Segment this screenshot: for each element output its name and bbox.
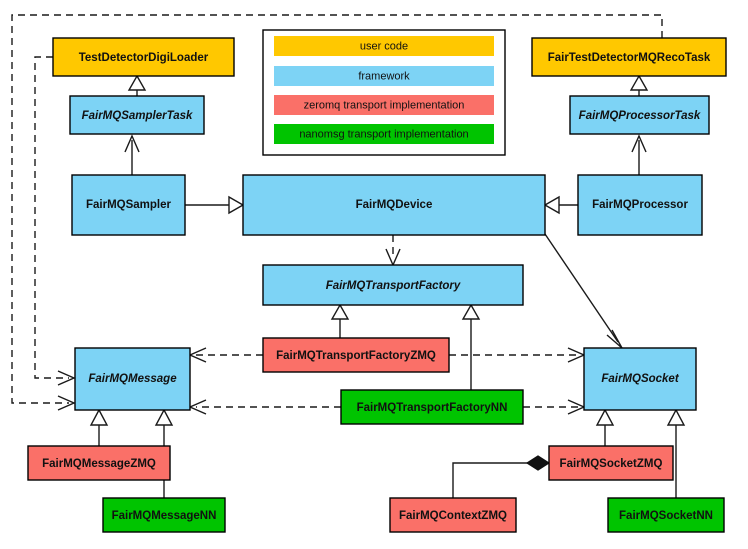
edge-recotask-to-message [11, 14, 663, 411]
edge-processor-to-processortask [631, 134, 647, 175]
legend-item-nanomsg: nanomsg transport implementation [274, 124, 494, 144]
node-label-fair-mq-message: FairMQMessage [88, 373, 177, 385]
node-label-fair-test-detector-mq-reco-task: FairTestDetectorMQRecoTask [548, 52, 711, 64]
node-fair-mq-context-zmq[interactable]: FairMQContextZMQ [389, 497, 517, 533]
edge-device-to-transportfactory [385, 235, 401, 267]
edge-layer [11, 14, 686, 498]
node-rect-fair-mq-transport-factory-zmq[interactable] [262, 337, 450, 373]
node-rect-fair-mq-socket-nn[interactable] [607, 497, 725, 533]
node-label-fair-mq-socket-nn: FairMQSocketNN [619, 510, 713, 522]
node-fair-mq-transport-factory-zmq[interactable]: FairMQTransportFactoryZMQ [262, 337, 450, 373]
node-rect-fair-test-detector-mq-reco-task[interactable] [531, 37, 727, 77]
legend-label-user-code: user code [360, 40, 408, 52]
node-fair-mq-sampler-task[interactable]: FairMQSamplerTask [69, 95, 205, 135]
node-fair-mq-processor[interactable]: FairMQProcessor [577, 174, 703, 236]
node-test-detector-digi-loader[interactable]: TestDetectorDigiLoader [52, 37, 235, 77]
node-label-fair-mq-processor-task: FairMQProcessorTask [579, 110, 701, 122]
node-label-fair-mq-context-zmq: FairMQContextZMQ [399, 510, 507, 522]
legend-label-nanomsg: nanomsg transport implementation [299, 128, 468, 140]
node-fair-mq-message-nn[interactable]: FairMQMessageNN [102, 497, 226, 533]
edge-factoryzmq-to-message [188, 347, 263, 363]
node-label-test-detector-digi-loader: TestDetectorDigiLoader [79, 52, 209, 64]
edge-factorynn-to-socket [523, 399, 586, 415]
legend-swatch-nanomsg [274, 124, 494, 144]
node-label-fair-mq-device: FairMQDevice [356, 199, 433, 211]
legend-item-framework: framework [274, 66, 494, 86]
edge-socketnn-to-socket [666, 408, 686, 498]
edge-factoryzmq-to-factory [330, 303, 350, 338]
node-rect-fair-mq-sampler[interactable] [71, 174, 186, 236]
node-rect-fair-mq-context-zmq[interactable] [389, 497, 517, 533]
edge-device-to-socket [544, 233, 623, 349]
node-fair-test-detector-mq-reco-task[interactable]: FairTestDetectorMQRecoTask [531, 37, 727, 77]
node-label-fair-mq-transport-factory-zmq: FairMQTransportFactoryZMQ [276, 350, 436, 362]
edge-socketzmq-to-socket [595, 408, 615, 446]
edge-samplertask-to-digiloader [127, 74, 147, 96]
node-layer: TestDetectorDigiLoader FairTestDetectorM… [27, 37, 727, 533]
edge-processortask-to-recotask [629, 74, 649, 96]
node-label-fair-mq-message-nn: FairMQMessageNN [112, 510, 217, 522]
edge-digiloader-to-message [34, 56, 76, 386]
legend-label-framework: framework [358, 70, 410, 82]
node-fair-mq-socket[interactable]: FairMQSocket [583, 347, 697, 411]
legend-item-user-code: user code [274, 36, 494, 56]
node-label-fair-mq-socket-zmq: FairMQSocketZMQ [560, 458, 663, 470]
edge-sampler-to-samplertask [124, 134, 140, 175]
node-fair-mq-processor-task[interactable]: FairMQProcessorTask [569, 95, 710, 135]
node-label-fair-mq-transport-factory-nn: FairMQTransportFactoryNN [357, 402, 508, 414]
node-label-fair-mq-socket: FairMQSocket [601, 373, 679, 385]
node-fair-mq-transport-factory[interactable]: FairMQTransportFactory [262, 264, 524, 306]
node-fair-mq-sampler[interactable]: FairMQSampler [71, 174, 186, 236]
edge-socketzmq-composes-contextzmq [452, 455, 551, 498]
node-rect-fair-mq-socket-zmq[interactable] [548, 445, 674, 481]
node-label-fair-mq-message-zmq: FairMQMessageZMQ [42, 458, 156, 470]
color-legend: user code framework zeromq transport imp… [262, 29, 506, 156]
legend-swatch-zeromq [274, 95, 494, 115]
node-rect-fair-mq-sampler-task[interactable] [69, 95, 205, 135]
node-rect-test-detector-digi-loader[interactable] [52, 37, 235, 77]
node-label-fair-mq-sampler: FairMQSampler [86, 199, 172, 211]
node-fair-mq-socket-zmq[interactable]: FairMQSocketZMQ [548, 445, 674, 481]
node-rect-fair-mq-transport-factory-nn[interactable] [340, 389, 524, 425]
edge-sampler-to-device [185, 195, 245, 215]
node-label-fair-mq-processor: FairMQProcessor [592, 199, 688, 211]
node-rect-fair-mq-message-zmq[interactable] [27, 445, 171, 481]
node-fair-mq-transport-factory-nn[interactable]: FairMQTransportFactoryNN [340, 389, 524, 425]
node-rect-fair-mq-processor[interactable] [577, 174, 703, 236]
legend-swatch-framework [274, 66, 494, 86]
edge-factorynn-to-message [188, 399, 341, 415]
node-fair-mq-message[interactable]: FairMQMessage [74, 347, 191, 411]
legend-label-zeromq: zeromq transport implementation [304, 99, 465, 111]
node-label-fair-mq-transport-factory: FairMQTransportFactory [326, 280, 461, 292]
node-rect-fair-mq-socket[interactable] [583, 347, 697, 411]
node-rect-fair-mq-processor-task[interactable] [569, 95, 710, 135]
node-fair-mq-device[interactable]: FairMQDevice [242, 174, 546, 236]
node-fair-mq-message-zmq[interactable]: FairMQMessageZMQ [27, 445, 171, 481]
legend-item-zeromq: zeromq transport implementation [274, 95, 494, 115]
node-rect-fair-mq-message-nn[interactable] [102, 497, 226, 533]
node-rect-fair-mq-device[interactable] [242, 174, 546, 236]
legend-swatch-user-code [274, 36, 494, 56]
node-rect-fair-mq-transport-factory[interactable] [262, 264, 524, 306]
edge-processor-to-device [543, 195, 578, 215]
edge-factorynn-to-factory [461, 303, 481, 390]
node-label-fair-mq-sampler-task: FairMQSamplerTask [82, 110, 193, 122]
node-fair-mq-socket-nn[interactable]: FairMQSocketNN [607, 497, 725, 533]
node-rect-fair-mq-message[interactable] [74, 347, 191, 411]
edge-messagezmq-to-message [89, 408, 109, 446]
edge-factoryzmq-to-socket [449, 347, 586, 363]
